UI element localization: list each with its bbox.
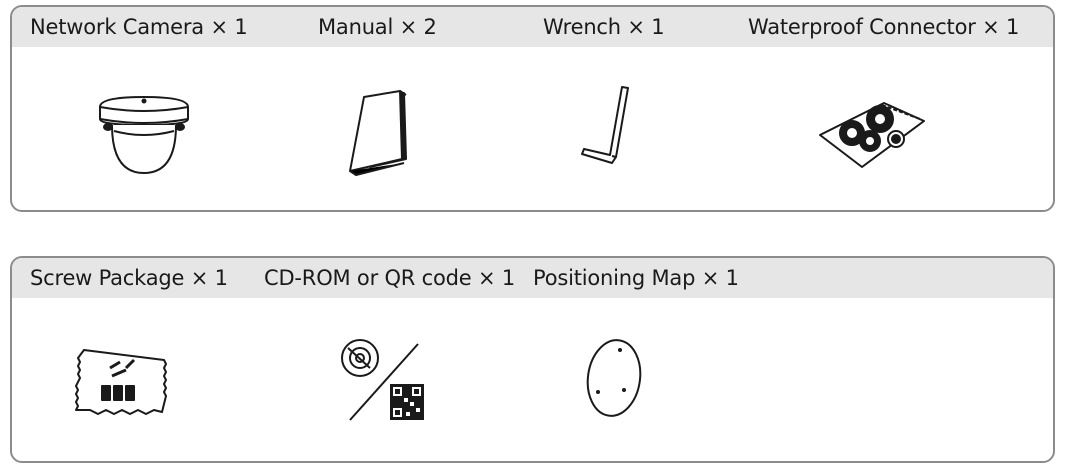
item-label-positioning-map: Positioning Map × 1 [533,266,739,290]
panel-header [12,258,1053,298]
item-label-network-camera: Network Camera × 1 [30,15,248,39]
package-contents-panel-1: Network Camera × 1 Manual × 2 Wrench × 1… [10,5,1055,212]
manual-book-icon [342,87,422,179]
item-label-wrench: Wrench × 1 [543,15,665,39]
waterproof-connector-icon [812,91,934,181]
item-label-cd-rom-or-qr-code: CD-ROM or QR code × 1 [264,266,516,290]
positioning-map-icon [584,334,644,420]
item-label-manual: Manual × 2 [318,15,437,39]
qr-code-block [390,384,424,420]
screw-package-icon [72,342,172,420]
dome-camera-icon [94,89,194,179]
item-label-screw-package: Screw Package × 1 [30,266,228,290]
item-label-waterproof-connector: Waterproof Connector × 1 [748,15,1020,39]
hex-wrench-icon [572,83,642,173]
panel-header [12,7,1053,47]
package-contents-panel-2: Screw Package × 1 CD-ROM or QR code × 1 … [10,256,1055,463]
cd-qr-code-icon [334,336,438,426]
